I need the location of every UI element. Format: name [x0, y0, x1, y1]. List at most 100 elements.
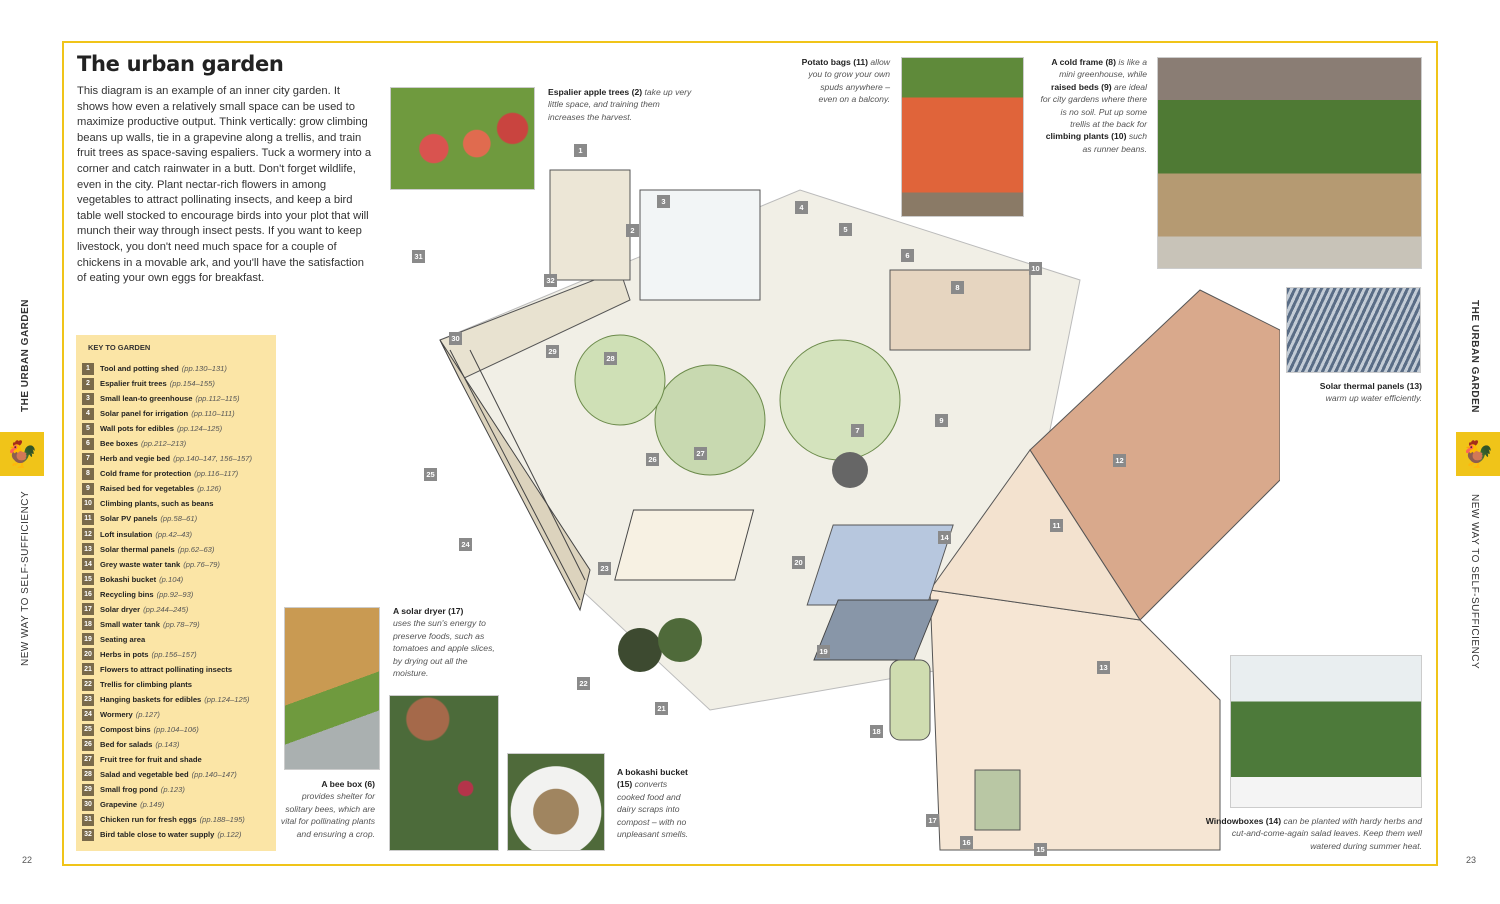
key-number: 18 — [82, 618, 94, 631]
photo-solar-dryer — [284, 607, 380, 770]
key-number: 11 — [82, 512, 94, 525]
key-label: Bee boxes — [100, 439, 138, 449]
key-label: Compost bins — [100, 725, 151, 735]
key-ref: (pp.124–125) — [204, 695, 250, 705]
diagram-marker: 23 — [598, 562, 611, 575]
key-number: 24 — [82, 708, 94, 721]
solar-thermal-panels — [813, 599, 939, 661]
diagram-marker: 8 — [951, 281, 964, 294]
key-ref: (pp.112–115) — [195, 394, 240, 404]
key-label: Loft insulation — [100, 529, 153, 539]
diagram-marker: 28 — [604, 352, 617, 365]
caption-espalier: Espalier apple trees (2) take up very li… — [548, 87, 692, 122]
key-label: Wall pots for edibles — [100, 424, 174, 434]
key-label: Herb and vegie bed — [100, 454, 171, 464]
diagram-marker: 15 — [1034, 843, 1047, 856]
key-label: Solar panel for irrigation — [100, 409, 189, 419]
diagram-marker: 32 — [544, 274, 557, 287]
key-number: 16 — [82, 588, 94, 601]
key-ref: (pp.156–157) — [151, 649, 197, 659]
herb-pots — [618, 628, 662, 672]
key-number: 31 — [82, 813, 94, 826]
key-label: Espalier fruit trees — [100, 379, 167, 389]
key-label: Small water tank — [100, 619, 160, 629]
diagram-marker: 20 — [792, 556, 805, 569]
key-number: 27 — [82, 753, 94, 766]
key-number: 20 — [82, 648, 94, 661]
key-ref: (p.104) — [159, 574, 184, 584]
diagram-marker: 31 — [412, 250, 425, 263]
key-label: Chicken run for fresh eggs — [100, 815, 197, 825]
key-number: 12 — [82, 528, 94, 541]
diagram-marker: 12 — [1113, 454, 1126, 467]
key-number: 26 — [82, 738, 94, 751]
key-number: 32 — [82, 828, 94, 841]
caption-solar-dryer: A solar dryer (17) uses the sun's energy… — [393, 606, 495, 679]
fruit-tree — [654, 364, 766, 476]
diagram-marker: 3 — [657, 195, 670, 208]
key-number: 28 — [82, 768, 94, 781]
key-label: Solar dryer — [100, 604, 141, 614]
diagram-marker: 17 — [926, 814, 939, 827]
key-label: Seating area — [100, 634, 146, 644]
key-number: 2 — [82, 377, 94, 390]
key-number: 23 — [82, 693, 94, 706]
house-wall — [929, 589, 1221, 851]
photo-bee-box — [389, 695, 499, 851]
caption-solar-thermal: Solar thermal panels (13) warm up water … — [1319, 381, 1422, 404]
key-label: Small lean-to greenhouse — [100, 394, 193, 404]
key-ref: (p.127) — [135, 710, 160, 720]
photo-solar-thermal — [1286, 287, 1421, 373]
key-ref: (pp.78–79) — [162, 619, 200, 629]
key-number: 3 — [82, 392, 94, 405]
key-label: Tool and potting shed — [100, 364, 179, 374]
key-ref: (pp.212–213) — [141, 439, 187, 449]
spine-right: THE URBAN GARDEN — [1469, 300, 1480, 413]
key-label: Cold frame for protection — [100, 469, 192, 479]
diagram-marker: 27 — [694, 447, 707, 460]
diagram-marker: 4 — [795, 201, 808, 214]
diagram-marker: 6 — [901, 249, 914, 262]
key-label: Flowers to attract pollinating insects — [100, 664, 233, 674]
intro-text: This diagram is an example of an inner c… — [77, 85, 372, 285]
barbecue — [832, 452, 868, 488]
photo-windowboxes — [1230, 655, 1422, 808]
key-item: 2 Espalier fruit trees(pp.154–155) — [82, 376, 270, 391]
garden-illustration — [439, 169, 1280, 851]
key-label: Bokashi bucket — [100, 574, 157, 584]
photo-espalier-apples — [390, 87, 535, 190]
page-title: The urban garden — [77, 52, 284, 76]
key-number: 29 — [82, 783, 94, 796]
diagram-marker: 22 — [577, 677, 590, 690]
key-ref: (pp.58–61) — [160, 514, 198, 524]
key-ref: (p.143) — [155, 740, 180, 750]
key-ref: (pp.124–125) — [176, 424, 223, 434]
key-label: Trellis for climbing plants — [100, 680, 192, 689]
key-label: Hanging baskets for edibles — [100, 695, 202, 705]
caption-bee-box: A bee box (6) provides shelter for solit… — [280, 779, 375, 839]
spine-subtitle: NEW WAY TO SELF-SUFFICIENCY — [20, 490, 31, 666]
key-number: 30 — [82, 798, 94, 811]
key-ref: (pp.154–155) — [169, 379, 215, 389]
key-ref: (p.126) — [197, 484, 222, 494]
caption-potato: Potato bags (11) allow you to grow your … — [801, 57, 890, 105]
key-number: 15 — [82, 573, 94, 586]
greenhouse — [639, 189, 761, 301]
key-number: 9 — [82, 482, 94, 495]
solar-pv-panels — [806, 524, 954, 606]
diagram-marker: 10 — [1029, 262, 1042, 275]
key-number: 8 — [82, 467, 94, 480]
key-ref: (pp.62–63) — [177, 544, 215, 554]
key-ref: (pp.76–79) — [183, 559, 220, 569]
key-ref: (pp.244–245) — [143, 604, 189, 614]
